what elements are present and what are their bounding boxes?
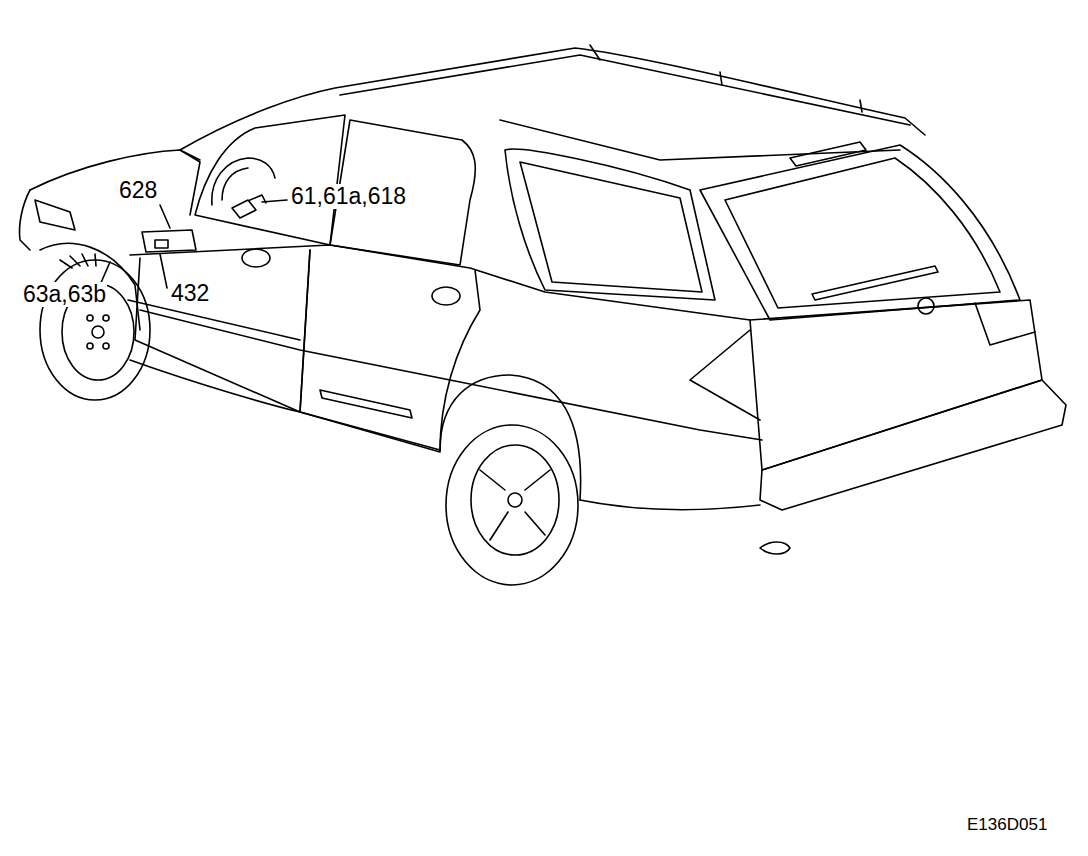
door-handle bbox=[242, 249, 270, 267]
door-handle bbox=[432, 287, 460, 305]
wheel-nut bbox=[103, 315, 109, 321]
door-moulding bbox=[320, 390, 412, 418]
leader-line bbox=[160, 254, 167, 288]
rear-window bbox=[700, 145, 1020, 320]
steering-wheel bbox=[222, 168, 248, 200]
leader-line bbox=[160, 205, 170, 228]
rear-bumper bbox=[760, 380, 1066, 510]
wheel-nut bbox=[87, 315, 93, 321]
roof-outline bbox=[180, 48, 925, 150]
roof-rail bbox=[590, 45, 862, 112]
wheel-nut bbox=[87, 343, 93, 349]
leader-line bbox=[128, 300, 300, 340]
rear-side-window bbox=[505, 149, 715, 300]
wing-mirror bbox=[142, 230, 196, 252]
rear-door bbox=[300, 250, 480, 452]
rear-window bbox=[725, 158, 1000, 308]
wing-mirror bbox=[155, 240, 168, 248]
roof-edge bbox=[500, 120, 900, 160]
rear-wheel-rim bbox=[471, 445, 559, 555]
body-belt-line bbox=[130, 245, 750, 320]
hood bbox=[30, 150, 200, 190]
emblem bbox=[918, 298, 934, 314]
figure-code: E136D051 bbox=[966, 816, 1048, 835]
wheel-nut bbox=[92, 326, 104, 338]
leader-line bbox=[262, 200, 287, 202]
callout-number: 63a,63b bbox=[22, 282, 107, 307]
wheel-nut bbox=[103, 343, 109, 349]
wheel-spoke bbox=[480, 470, 550, 540]
steering-wheel bbox=[212, 158, 275, 205]
front-door-window bbox=[195, 115, 345, 245]
rear-wiper bbox=[812, 266, 938, 300]
front-end bbox=[19, 190, 30, 250]
callout-number: 628 bbox=[118, 178, 158, 203]
callout-number: 432 bbox=[170, 281, 210, 306]
callout-number: 61,61a,618 bbox=[290, 184, 407, 209]
front-door bbox=[135, 250, 310, 412]
courtesy-light bbox=[232, 195, 266, 218]
brake-light bbox=[790, 142, 866, 166]
tailgate-lights bbox=[690, 303, 1035, 420]
rear-wheel-arch bbox=[440, 375, 581, 500]
roof-rail bbox=[340, 55, 910, 125]
wheel-nut bbox=[508, 493, 522, 507]
headlight bbox=[35, 200, 75, 230]
rear-side-window bbox=[520, 162, 702, 292]
body-sill bbox=[580, 500, 760, 510]
front-wheel bbox=[40, 260, 150, 400]
rear-wheel bbox=[446, 425, 578, 585]
exhaust bbox=[760, 542, 790, 554]
speaker-grille bbox=[60, 254, 96, 268]
